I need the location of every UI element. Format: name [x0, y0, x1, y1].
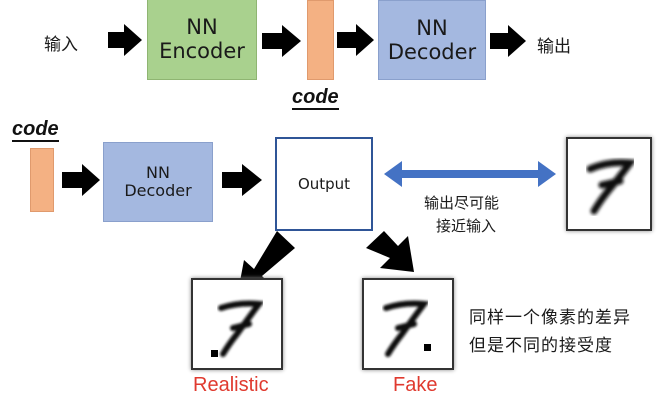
- code-bar-top: [307, 0, 334, 80]
- decoder-top-line2: Decoder: [387, 40, 477, 64]
- arrow-input-to-encoder: [108, 24, 142, 56]
- double-arrow-right-head: [538, 161, 556, 187]
- code-bar-bottom: [30, 148, 54, 212]
- arrow-code-to-decoder-2: [62, 164, 100, 196]
- digit-seven-icon: [586, 159, 637, 215]
- output-box-label: Output: [297, 175, 351, 193]
- compare-text-line1: 输出尽可能: [424, 194, 500, 212]
- output-box: Output: [275, 137, 373, 231]
- compare-text-line2: 接近输入: [436, 217, 497, 235]
- note-line1: 同样一个像素的差异: [469, 308, 631, 328]
- arrow-encoder-to-code: [262, 25, 301, 57]
- decoder-bottom-line1: NN: [146, 162, 170, 182]
- arrow-output-to-fake: [366, 231, 414, 272]
- arrow-decoder-to-output: [490, 25, 526, 57]
- encoder-line1: NN: [186, 14, 218, 39]
- input-label: 输入: [44, 35, 78, 55]
- realistic-seven-icon: [218, 300, 265, 357]
- fake-label: Fake: [393, 374, 438, 396]
- fake-pixel-dot: [424, 344, 431, 351]
- decoder-bottom-line2: Decoder: [124, 181, 192, 200]
- code-label-bottom: code: [12, 118, 59, 142]
- output-label: 输出: [537, 37, 571, 57]
- input-digit-image: [566, 137, 652, 231]
- code-label-top: code: [292, 86, 339, 110]
- realistic-digit-image: [191, 278, 283, 370]
- fake-digit-image: [362, 278, 454, 370]
- realistic-label: Realistic: [193, 374, 269, 396]
- nn-encoder-box: NN Encoder: [147, 0, 257, 80]
- nn-decoder-box-top: NN Decoder: [378, 0, 486, 80]
- double-arrow-left-head: [384, 161, 402, 187]
- fake-seven-icon: [383, 300, 430, 357]
- arrow-decoder-to-output-2: [222, 164, 262, 196]
- decoder-top-line1: NN: [416, 15, 448, 40]
- encoder-line2: Encoder: [159, 39, 245, 63]
- realistic-pixel-dot: [211, 350, 218, 357]
- arrow-output-to-realistic: [238, 231, 295, 292]
- arrow-code-to-decoder: [337, 24, 374, 56]
- nn-decoder-box-bottom: NN Decoder: [103, 142, 213, 222]
- note-line2: 但是不同的接受度: [469, 336, 613, 356]
